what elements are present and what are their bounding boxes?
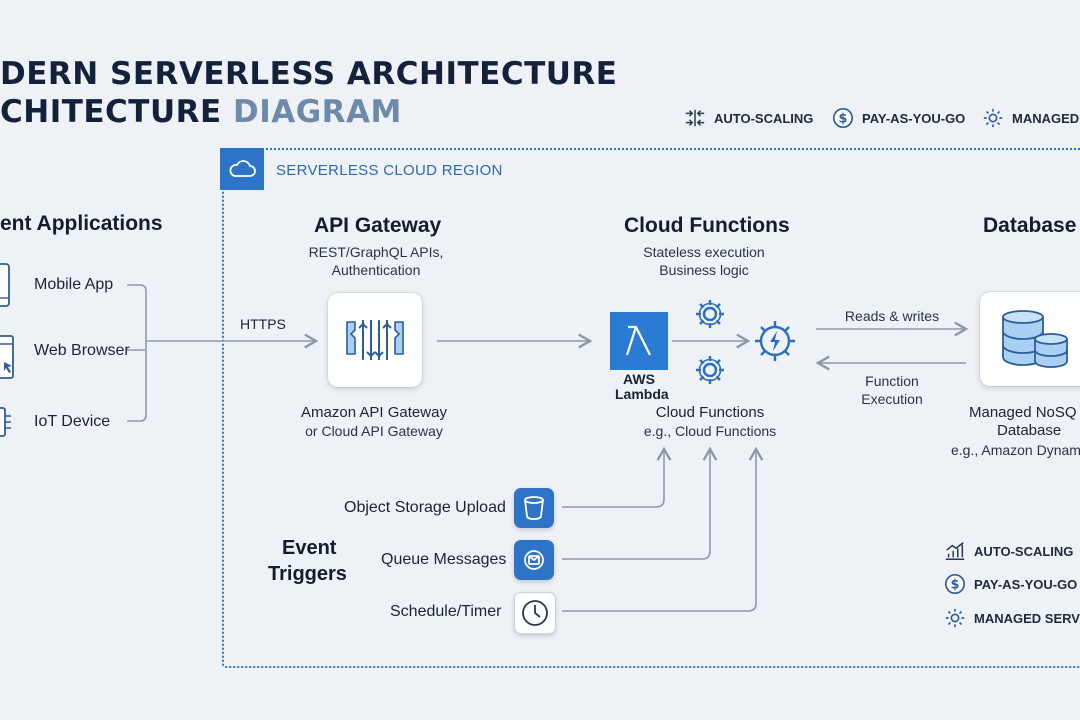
client-mobile-app: Mobile App <box>34 276 114 293</box>
browser-icon <box>0 334 22 387</box>
top-badge-managed: MANAGED S <box>982 107 1080 129</box>
api-gateway-card[interactable] <box>328 293 422 387</box>
function-execution-label-2: Execution <box>861 391 923 407</box>
cloud-icon <box>220 148 264 190</box>
api-gateway-caption-2: or Cloud API Gateway <box>305 423 443 439</box>
lambda-label: AWS Lambda <box>615 371 669 402</box>
api-gateway-heading: API Gateway <box>314 214 442 237</box>
function-execution-label-1: Function <box>865 373 919 389</box>
api-gateway-caption-1: Amazon API Gateway <box>301 404 447 421</box>
functions-heading: Cloud Functions <box>624 214 790 237</box>
storage-trigger-arrow <box>562 446 672 508</box>
dollar-icon: $ <box>832 107 854 129</box>
top-badge-label: MANAGED S <box>1012 110 1080 126</box>
api-gateway-icon <box>346 320 404 360</box>
database-card[interactable] <box>980 292 1080 386</box>
functions-caption-1: Cloud Functions <box>655 404 765 421</box>
api-gateway-sub-1: REST/GraphQL APIs, <box>308 244 444 260</box>
trigger-queue-label: Queue Messages <box>381 551 507 568</box>
bottom-badge-label: PAY-AS-YOU-GO <box>974 576 1078 592</box>
queue-icon[interactable] <box>514 540 554 580</box>
dollar-icon: $ <box>944 573 966 595</box>
bucket-icon[interactable] <box>514 488 554 528</box>
database-heading: Database <box>983 214 1077 237</box>
top-badge-auto-scaling: AUTO-SCALING <box>684 107 813 129</box>
bottom-badge-managed: MANAGED SERV <box>944 607 1080 629</box>
https-label: HTTPS <box>240 316 286 332</box>
bottom-badge-label: AUTO-SCALING <box>974 543 1074 559</box>
clock-icon[interactable] <box>514 592 556 634</box>
top-badge-label: AUTO-SCALING <box>714 110 814 126</box>
bottom-badge-pay-as-you-go: $ PAY-AS-YOU-GO <box>944 573 1077 595</box>
client-web-browser: Web Browser <box>34 342 130 359</box>
title-accent-text: DIAGRAM <box>232 94 402 130</box>
functions-sub-1: Stateless execution <box>643 244 765 260</box>
diagram-title-line-2: CHITECTURE DIAGRAM <box>0 94 402 130</box>
title-main-text: CHITECTURE <box>0 94 233 130</box>
trigger-storage-label: Object Storage Upload <box>344 499 506 516</box>
top-badge-pay-as-you-go: $ PAY-AS-YOU-GO <box>832 107 965 129</box>
svg-text:$: $ <box>839 112 848 127</box>
svg-text:$: $ <box>951 578 960 593</box>
mobile-icon <box>0 262 14 313</box>
api-gateway-sub-2: Authentication <box>331 262 421 278</box>
lightning-gear-icon <box>752 318 798 369</box>
bar-chart-icon <box>944 540 966 562</box>
lambda-icon[interactable] <box>610 312 668 370</box>
gear-icon <box>982 107 1004 129</box>
region-label: SERVERLESS CLOUD REGION <box>276 162 503 179</box>
database-caption-3: e.g., Amazon Dynam <box>951 442 1080 458</box>
functions-caption-2: e.g., Cloud Functions <box>643 423 777 439</box>
lambda-label-line-1: AWS <box>623 371 655 387</box>
functions-sub-2: Business logic <box>659 262 749 278</box>
lambda-label-line-2: Lambda <box>615 386 669 402</box>
database-caption-1: Managed NoSQ <box>969 404 1077 421</box>
diagram-title-line-1: DERN SERVERLESS ARCHITECTURE <box>0 56 618 92</box>
database-caption-2: Database <box>997 422 1062 439</box>
timer-trigger-arrow <box>562 446 764 612</box>
client-bracket-line <box>127 284 147 422</box>
gear-icon <box>692 352 728 393</box>
gear-icon <box>692 296 728 337</box>
trigger-timer-label: Schedule/Timer <box>390 603 502 620</box>
iot-icon <box>0 402 16 447</box>
database-icon <box>1002 310 1068 368</box>
top-badge-label: PAY-AS-YOU-GO <box>862 110 966 126</box>
triggers-heading-1: Event <box>282 537 337 559</box>
arrows-compress-icon <box>684 107 706 129</box>
client-iot-device: IoT Device <box>34 413 111 430</box>
queue-trigger-arrow <box>562 446 718 560</box>
reads-writes-label: Reads & writes <box>844 308 940 324</box>
gear-icon <box>944 607 966 629</box>
triggers-heading-2: Triggers <box>268 563 347 585</box>
clients-heading: ent Applications <box>0 212 163 235</box>
serverless-region-frame <box>222 148 1080 668</box>
bottom-badge-auto-scaling: AUTO-SCALING <box>944 540 1073 562</box>
bottom-badge-label: MANAGED SERV <box>974 610 1080 626</box>
